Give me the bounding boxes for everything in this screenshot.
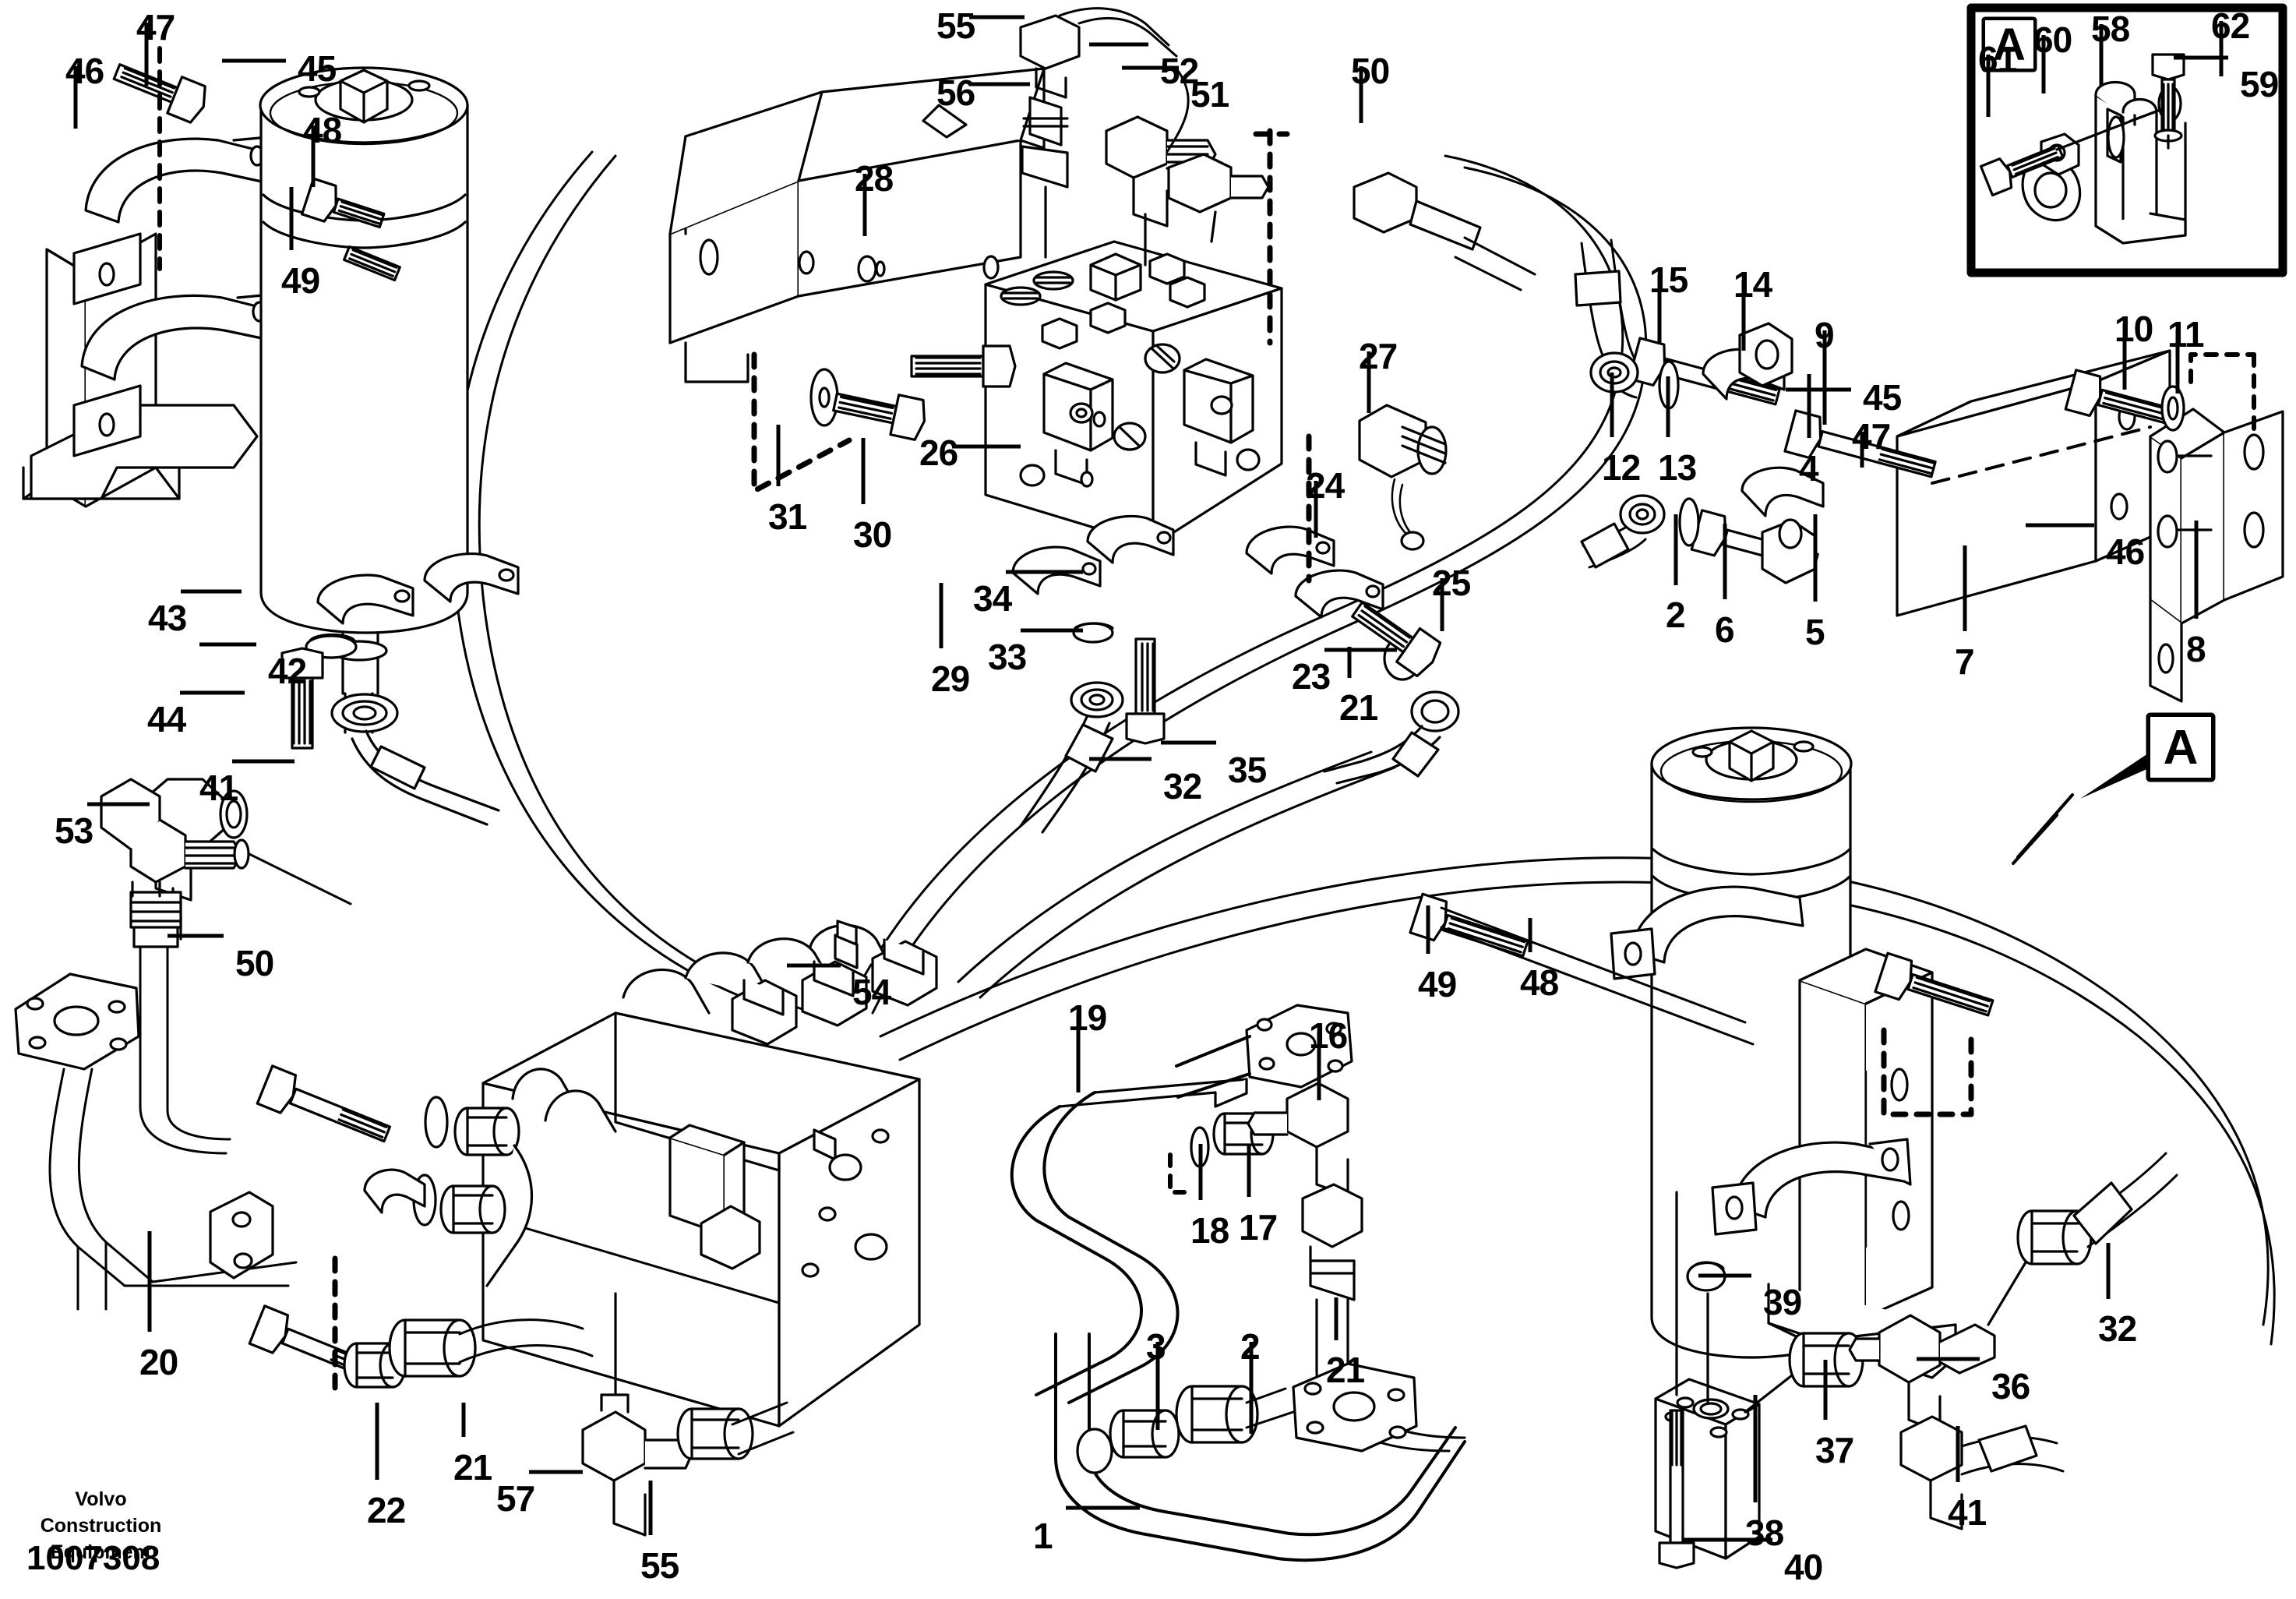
part-label-6: 6 [1715, 609, 1735, 650]
part-label-8: 8 [2186, 629, 2206, 669]
part-label-58: 58 [2091, 9, 2130, 49]
part-label-34: 34 [973, 578, 1012, 619]
part-label-47: 47 [136, 7, 175, 48]
part-label-21: 21 [453, 1447, 492, 1488]
part-label-45: 45 [1863, 377, 1902, 418]
part-label-46: 46 [2106, 531, 2145, 572]
part-label-12: 12 [1602, 447, 1641, 488]
part-label-5: 5 [1805, 612, 1825, 652]
part-label-28: 28 [855, 158, 894, 199]
part-label-38: 38 [1745, 1513, 1784, 1553]
part-label-22: 22 [367, 1490, 406, 1530]
part-label-7: 7 [1955, 641, 1975, 682]
part-label-23: 23 [1292, 656, 1331, 697]
part-label-4: 4 [1799, 448, 1819, 489]
part-label-35: 35 [1228, 750, 1267, 790]
part-label-55: 55 [936, 5, 975, 46]
part-label-11: 11 [2167, 314, 2205, 355]
part-label-47: 47 [1852, 416, 1891, 457]
detail-pointer-letter: A [2150, 717, 2211, 778]
part-label-17: 17 [1239, 1207, 1278, 1248]
part-label-56: 56 [936, 72, 975, 113]
part-label-50: 50 [235, 943, 274, 983]
part-label-18: 18 [1190, 1210, 1229, 1251]
part-label-36: 36 [1991, 1366, 2030, 1407]
part-label-16: 16 [1309, 1015, 1348, 1056]
part-label-14: 14 [1733, 264, 1772, 305]
part-label-42: 42 [268, 651, 307, 691]
part-label-54: 54 [852, 972, 891, 1012]
part-label-3: 3 [1146, 1326, 1166, 1367]
part-label-52: 52 [1160, 51, 1199, 91]
part-label-55: 55 [640, 1545, 679, 1586]
part-label-62: 62 [2211, 5, 2250, 46]
part-label-9: 9 [1815, 315, 1835, 355]
part-label-19: 19 [1068, 997, 1107, 1038]
part-label-43: 43 [148, 598, 187, 638]
part-label-61: 61 [1978, 39, 2017, 79]
part-label-45: 45 [298, 48, 337, 89]
part-label-59: 59 [2240, 64, 2279, 104]
part-label-21: 21 [1326, 1350, 1365, 1390]
part-label-29: 29 [931, 658, 970, 699]
part-label-27: 27 [1359, 336, 1398, 376]
part-label-48: 48 [303, 110, 342, 150]
part-label-33: 33 [988, 637, 1027, 677]
part-label-48: 48 [1520, 962, 1559, 1003]
part-label-26: 26 [919, 432, 958, 473]
part-label-10: 10 [2114, 309, 2153, 349]
brand-footer: Volvo Construction Equipment [40, 1488, 162, 1563]
sheet-number: 1007308 [26, 1539, 160, 1577]
part-label-32: 32 [2098, 1308, 2137, 1349]
part-label-51: 51 [1190, 74, 1229, 115]
part-label-44: 44 [147, 699, 186, 739]
part-label-39: 39 [1763, 1282, 1802, 1322]
detail-inset-letter: A [1985, 19, 2033, 70]
part-label-49: 49 [281, 260, 320, 301]
part-label-2: 2 [1666, 595, 1686, 635]
part-label-21: 21 [1339, 687, 1378, 728]
part-label-1: 1 [1033, 1516, 1053, 1556]
part-label-32: 32 [1163, 766, 1202, 807]
part-label-50: 50 [1351, 51, 1390, 91]
part-label-41: 41 [1948, 1492, 1987, 1533]
part-label-49: 49 [1418, 964, 1457, 1004]
part-label-25: 25 [1432, 563, 1471, 603]
part-label-20: 20 [139, 1342, 178, 1382]
part-label-60: 60 [2033, 19, 2072, 60]
part-label-30: 30 [853, 514, 892, 555]
part-label-40: 40 [1784, 1547, 1823, 1587]
part-label-2: 2 [1240, 1326, 1261, 1367]
part-label-46: 46 [65, 51, 104, 91]
part-label-13: 13 [1658, 447, 1697, 488]
part-label-15: 15 [1649, 259, 1688, 300]
part-label-57: 57 [496, 1478, 535, 1519]
part-label-24: 24 [1306, 465, 1345, 506]
part-label-41: 41 [199, 768, 238, 808]
part-label-31: 31 [768, 496, 807, 537]
part-label-37: 37 [1815, 1430, 1854, 1470]
part-label-53: 53 [55, 810, 93, 851]
